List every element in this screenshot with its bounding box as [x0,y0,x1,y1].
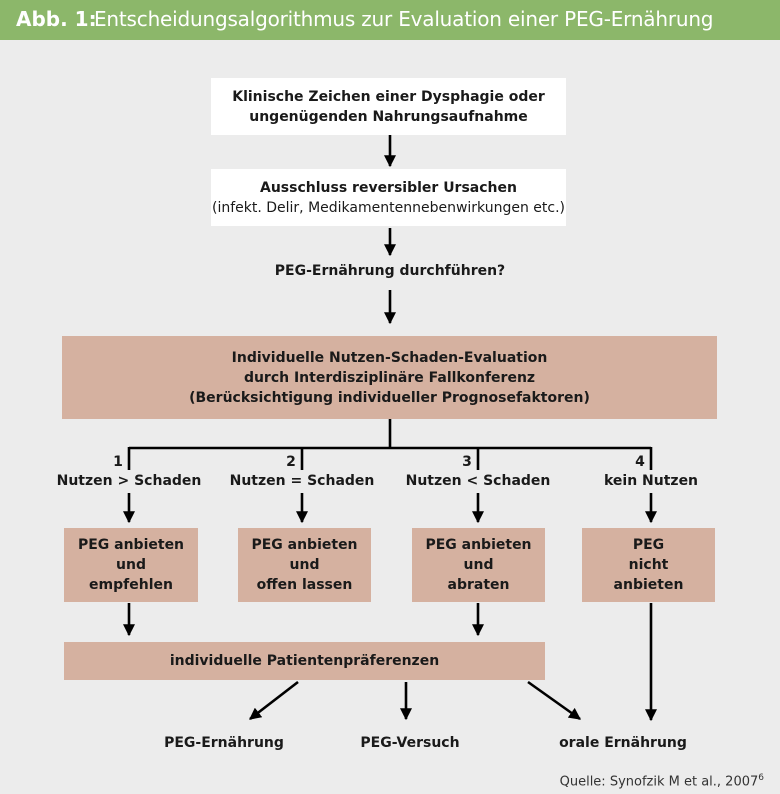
action-1-line-3: empfehlen [89,577,173,593]
evaluation-line-2: durch Interdisziplinäre Fallkonferenz [243,369,536,386]
branch-4-number: 4 [635,454,645,470]
figure-label: Abb. 1: [16,7,97,31]
source-footnote: 6 [758,773,764,783]
action-4-line-1: PEG [632,537,665,553]
action-box-2: PEG anbieten und offen lassen [238,528,371,602]
preferences-label: individuelle Patientenpräferenzen [169,653,440,669]
dysphagia-line-1: Klinische Zeichen einer Dysphagie oder [232,88,545,105]
figure-header: Abb. 1: Entscheidungsalgorithmus zur Eva… [0,0,780,40]
branch-2-label: Nutzen = Schaden [222,471,382,491]
action-3-line-2: und [463,557,494,573]
exclusion-box: Ausschluss reversibler Ursachen (infekt.… [211,169,566,226]
evaluation-line-3: (Berücksichtigung individueller Prognose… [189,389,590,406]
branch-2-number: 2 [286,454,296,470]
action-3-line-3: abraten [447,577,510,593]
action-1-line-2: und [116,557,146,573]
dysphagia-box: Klinische Zeichen einer Dysphagie oder u… [211,78,566,135]
arrow-to-peg-nutrition [249,680,299,721]
exclusion-line-2: (infekt. Delir, Medikamentennebenwirkung… [211,199,565,216]
action-box-3: PEG anbieten und abraten [412,528,545,602]
arrow-to-oral-nutrition [527,680,581,721]
source-citation: Quelle: Synofzik M et al., 20076 [560,773,764,789]
figure-title: Entscheidungsalgorithmus zur Evaluation … [94,7,714,31]
dysphagia-line-2: ungenügenden Nahrungsaufnahme [249,108,528,125]
outcome-peg-trial: PEG-Versuch [360,735,460,751]
exclusion-line-1: Ausschluss reversibler Ursachen [260,179,517,196]
source-text: Quelle: Synofzik M et al., 2007 [559,774,759,790]
outcome-peg-nutrition: PEG-Ernährung [164,735,284,751]
action-1-line-1: PEG anbieten [77,537,185,553]
branch-1-number: 1 [113,454,123,470]
action-box-1: PEG anbieten und empfehlen [64,528,198,602]
question-text: PEG-Ernährung durchführen? [274,263,506,279]
action-2-line-1: PEG anbieten [251,537,358,553]
action-3-line-1: PEG anbieten [425,537,532,553]
outcome-oral-nutrition: orale Ernährung [559,735,687,751]
action-box-4: PEG nicht anbieten [582,528,715,602]
action-2-line-2: und [289,557,320,573]
evaluation-box: Individuelle Nutzen-Schaden-Evaluation d… [62,336,717,419]
branch-3-number: 3 [462,454,472,470]
branch-3-label: Nutzen < Schaden [398,471,558,491]
action-2-line-3: offen lassen [256,577,353,593]
evaluation-line-1: Individuelle Nutzen-Schaden-Evaluation [231,349,548,366]
action-4-line-2: nicht [628,557,669,573]
branch-1-label: Nutzen > Schaden [49,471,209,491]
preferences-box: individuelle Patientenpräferenzen [64,642,545,680]
branch-4-label: kein Nutzen [581,471,721,491]
action-4-line-3: anbieten [613,577,684,593]
